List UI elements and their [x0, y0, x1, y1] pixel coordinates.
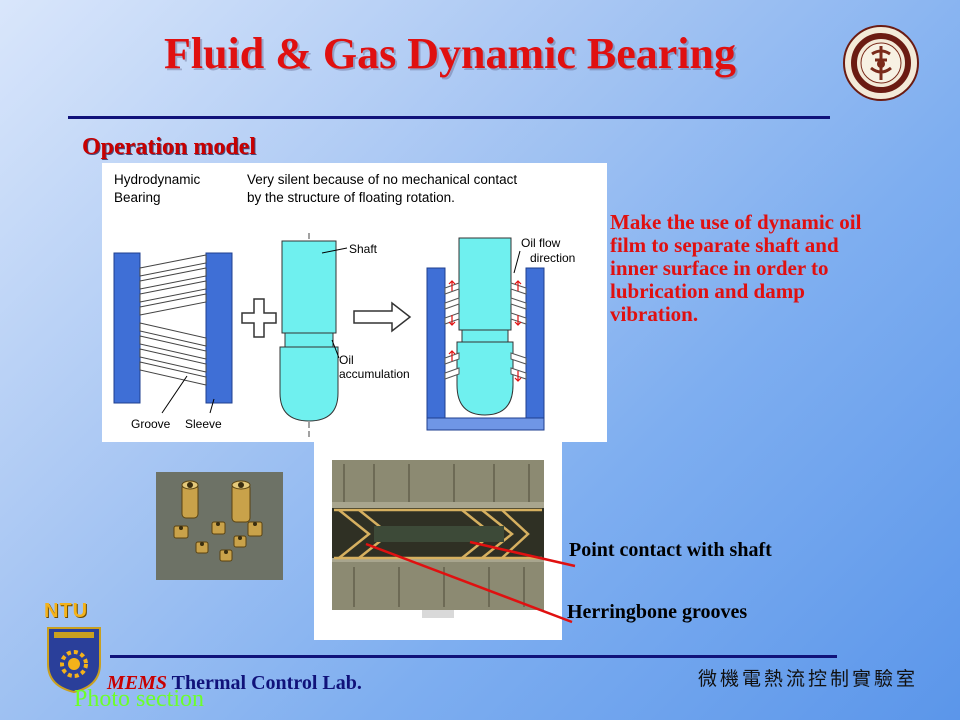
description-text: Make the use of dynamic oil film to sepa… — [610, 211, 940, 326]
description-line-2: film to separate shaft and — [610, 233, 839, 257]
diagram-heading-left: Hydrodynamic Bearing — [114, 171, 200, 207]
description-line-3: inner surface in order to — [610, 256, 829, 280]
bearing-parts-photo — [156, 472, 283, 580]
footer-lab-name: MEMS Thermal Control Lab. — [107, 672, 362, 695]
annotation-point-contact: Point contact with shaft — [569, 539, 772, 561]
slide-title: Fluid & Gas Dynamic Bearing — [163, 29, 737, 78]
title-divider — [68, 116, 830, 119]
label-oil-accumulation-line1: Oil — [339, 353, 354, 367]
diagram-heading-right: Very silent because of no mechanical con… — [247, 171, 517, 207]
footer-lab-mems: MEMS — [107, 672, 168, 694]
description-line-1: Make the use of dynamic oil — [610, 210, 862, 234]
label-oil-flow-line2: direction — [530, 251, 576, 265]
label-shaft: Shaft — [349, 242, 378, 256]
footer-lab-chinese: 微機電熱流控制實驗室 — [698, 668, 919, 690]
diagram-heading-left-line2: Bearing — [114, 190, 161, 205]
label-oil-accumulation: Oil accumulation — [339, 353, 410, 381]
section-heading: Operation model — [82, 134, 256, 160]
bearing-drawing — [113, 233, 545, 438]
description-line-5: vibration. — [610, 302, 699, 326]
operation-diagram: Hydrodynamic Bearing Very silent because… — [102, 163, 607, 442]
diagram-heading-right-line1: Very silent because of no mechanical con… — [247, 172, 518, 187]
annotation-arrows — [365, 540, 576, 624]
photo-section-label: Photo section — [74, 686, 204, 712]
ntu-logo-text: NTU — [44, 600, 89, 622]
footer-lab-rest: Thermal Control Lab. — [167, 672, 362, 694]
annotation-herringbone: Herringbone grooves — [567, 601, 748, 623]
label-sleeve: Sleeve — [185, 417, 222, 431]
footer-divider — [110, 655, 837, 658]
diagram-heading-right-line2: by the structure of floating rotation. — [247, 190, 455, 205]
diagram-heading-left-line1: Hydrodynamic — [114, 172, 201, 187]
description-line-4: lubrication and damp — [610, 279, 805, 303]
university-seal-logo — [842, 24, 920, 102]
label-oil-flow-line1: Oil flow — [521, 236, 561, 250]
ntu-emblem-icon — [44, 624, 104, 694]
label-oil-flow: Oil flow direction — [521, 236, 575, 266]
label-oil-accumulation-line2: accumulation — [339, 367, 410, 381]
label-groove: Groove — [131, 417, 171, 431]
